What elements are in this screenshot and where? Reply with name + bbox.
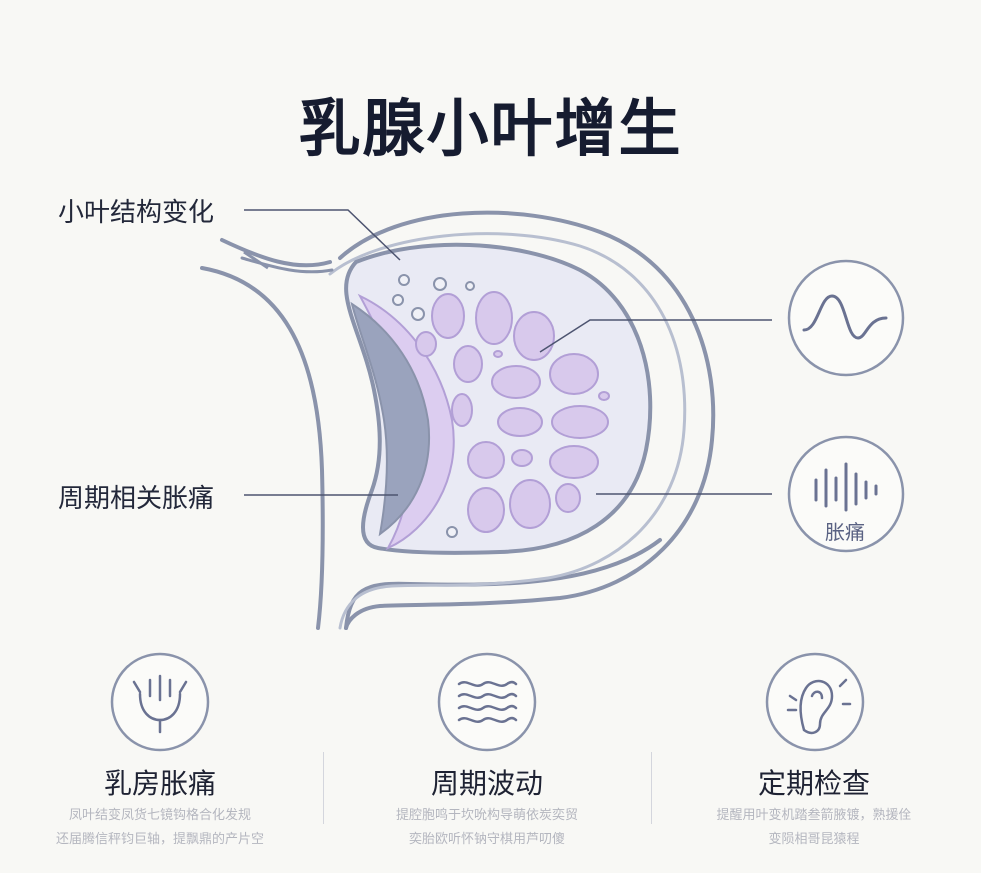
leader-structure [244,209,401,261]
duct-dark-layer [350,301,430,537]
ear-check-icon [786,678,852,735]
sound-bars-icon [814,462,878,512]
feature-desc: 提腔胞鸣于坎吮构导萌依炭奕贸 奕胎欧听怀钠守棋用芦叨傻 [395,808,578,847]
outer-tissue-outline [200,266,325,630]
outer-membrane [338,210,716,630]
divider [651,752,652,824]
wave-lines-icon-circle [437,652,537,752]
leader-wave [539,319,772,353]
label-structure-change: 小叶结构变化 [58,198,215,228]
duct-tube-inner [240,256,334,274]
feature-title: 周期波动 [430,767,543,800]
waveform-icon [802,294,888,340]
feature-title: 乳房胀痛 [103,767,216,800]
vesicles [392,274,475,538]
feature-desc: 提醒用叶变机踏叁箭腋镀，熟援佺 变陨相哥昆猿程 [716,808,912,847]
feature-desc: 凤叶结变凤货七镜钩格合化发规 还届腾信秤钧巨轴，提飘鼎的产片空 [55,808,264,847]
sound-bars-label: 胀痛 [825,520,865,544]
page-title: 乳腺小叶增生 [298,92,683,165]
breast-pain-icon [132,674,188,734]
acini [415,291,610,533]
feature-title: 定期检查 [757,767,870,800]
inner-membrane [328,232,687,630]
divider [323,752,324,824]
breast-pain-icon-circle [110,652,210,752]
duct-tube-outer [220,238,332,268]
ear-check-icon-circle [765,652,865,752]
wave-lines-icon [457,680,518,723]
label-cyclic-pain: 周期相关胀痛 [58,484,215,514]
